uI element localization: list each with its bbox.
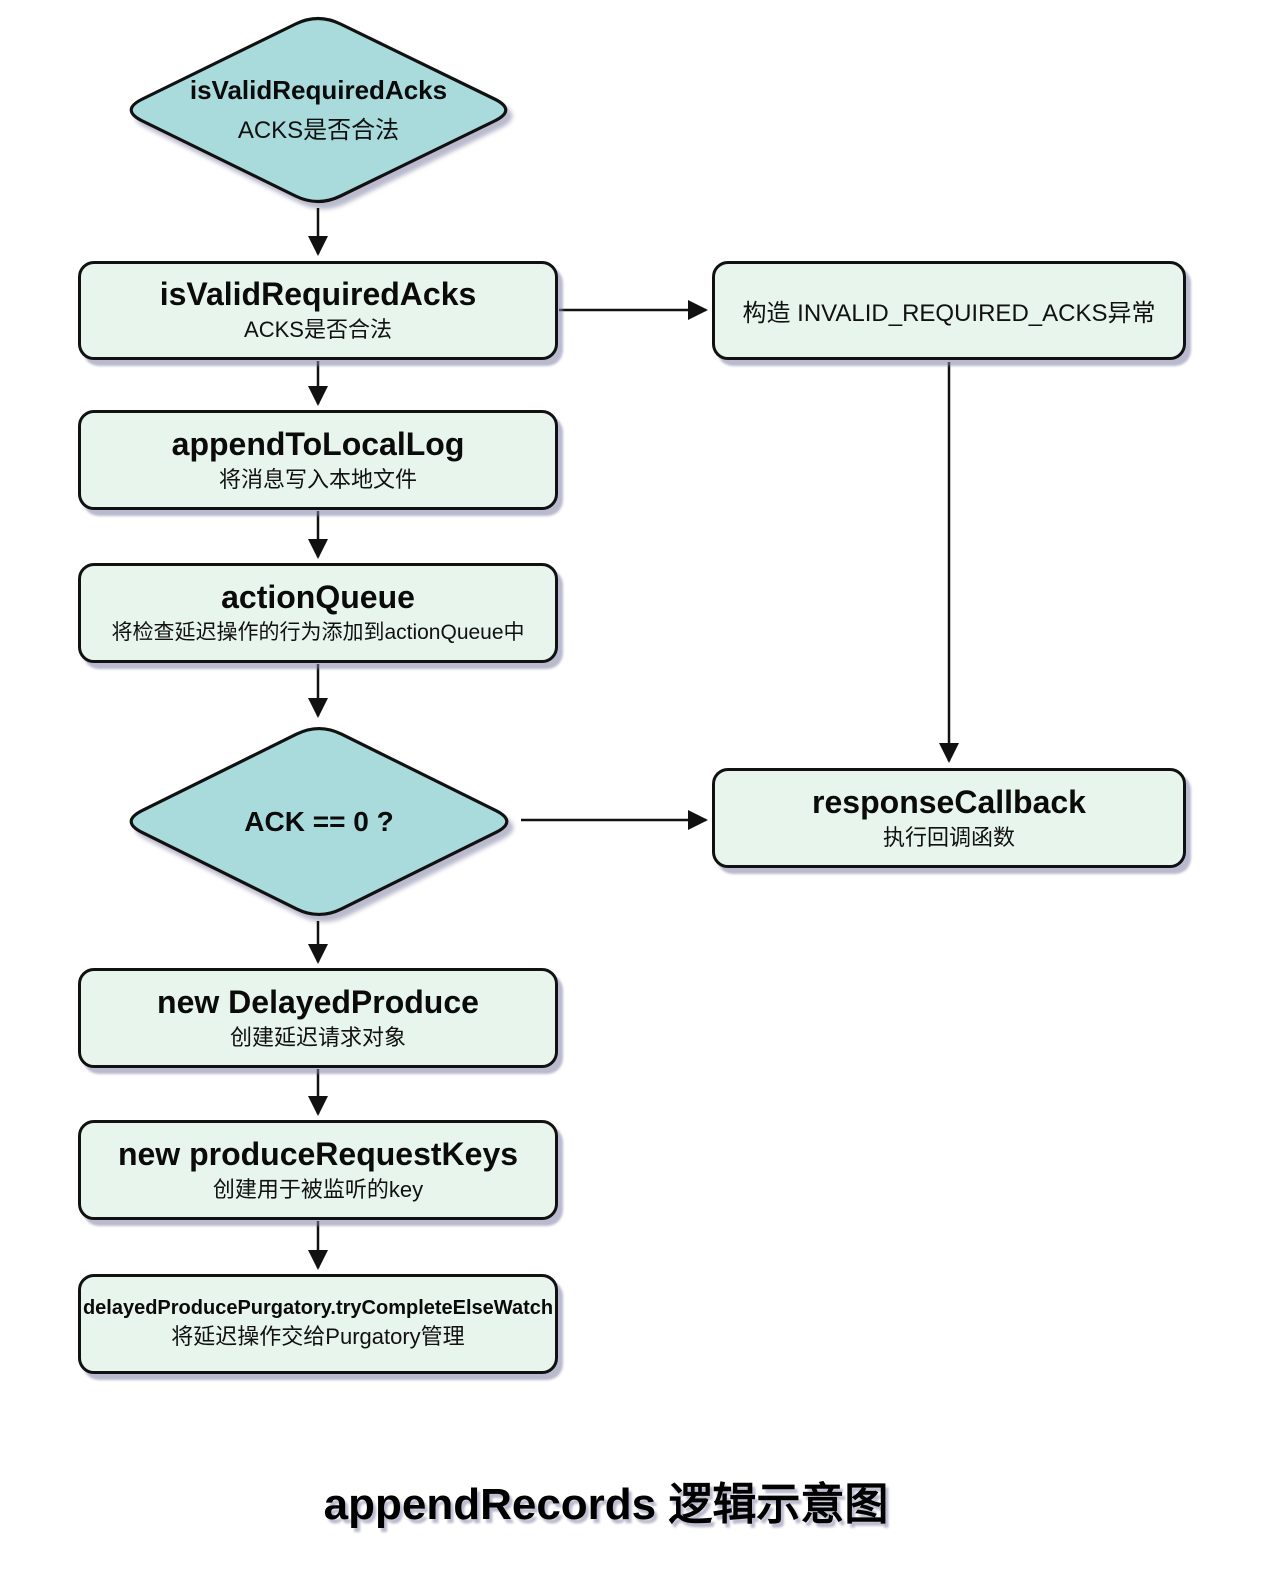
decision-acks-diamond-shape — [129, 16, 508, 204]
node-decision-ack-equals-0: ACK == 0 ? — [120, 723, 518, 920]
decision-title: isValidRequiredAcks — [189, 74, 448, 105]
node-step-actionqueue: actionQueue 将检查延迟操作的行为添加到actionQueue中 — [78, 563, 558, 663]
node-decision-isvalidrequiredacks: isValidRequiredAcks ACKS是否合法 — [120, 13, 517, 207]
decision-ack0-diamond-shape — [129, 726, 509, 917]
node-title: delayedProducePurgatory.tryCompleteElseW… — [82, 1296, 554, 1319]
node-title: new DelayedProduce — [157, 983, 479, 1020]
decision-title: ACK == 0 ? — [244, 805, 394, 837]
node-subtitle: ACKS是否合法 — [244, 317, 392, 343]
node-title: appendToLocalLog — [171, 425, 465, 462]
node-step-invalid-required-acks-exception: 构造 INVALID_REQUIRED_ACKS异常 — [712, 261, 1186, 360]
node-title: new produceRequestKeys — [117, 1135, 519, 1172]
decision-subtitle: ACKS是否合法 — [237, 117, 400, 145]
node-subtitle: 创建延迟请求对象 — [229, 1024, 406, 1050]
node-subtitle: 执行回调函数 — [882, 824, 1015, 850]
node-subtitle: 创建用于被监听的key — [212, 1176, 424, 1202]
node-step-isvalidrequiredacks: isValidRequiredAcks ACKS是否合法 — [78, 261, 558, 360]
node-title: actionQueue — [221, 579, 415, 616]
diagram-caption: appendRecords 逻辑示意图 — [323, 1480, 889, 1529]
node-step-new-producerequestkeys: new produceRequestKeys 创建用于被监听的key — [78, 1120, 558, 1220]
node-step-new-delayedproduce: new DelayedProduce 创建延迟请求对象 — [78, 968, 558, 1068]
node-title: isValidRequiredAcks — [159, 276, 477, 313]
node-subtitle: 将延迟操作交给Purgatory管理 — [171, 1323, 465, 1349]
node-subtitle: 将消息写入本地文件 — [218, 466, 417, 492]
node-label: 构造 INVALID_REQUIRED_ACKS异常 — [742, 300, 1156, 327]
node-step-appendtolocallog: appendToLocalLog 将消息写入本地文件 — [78, 410, 558, 510]
node-subtitle: 将检查延迟操作的行为添加到actionQueue中 — [111, 621, 525, 645]
node-step-purgatory-trycompleteelsewatch: delayedProducePurgatory.tryCompleteElseW… — [78, 1274, 558, 1374]
node-title: responseCallback — [812, 783, 1086, 820]
node-step-responsecallback: responseCallback 执行回调函数 — [712, 768, 1186, 868]
